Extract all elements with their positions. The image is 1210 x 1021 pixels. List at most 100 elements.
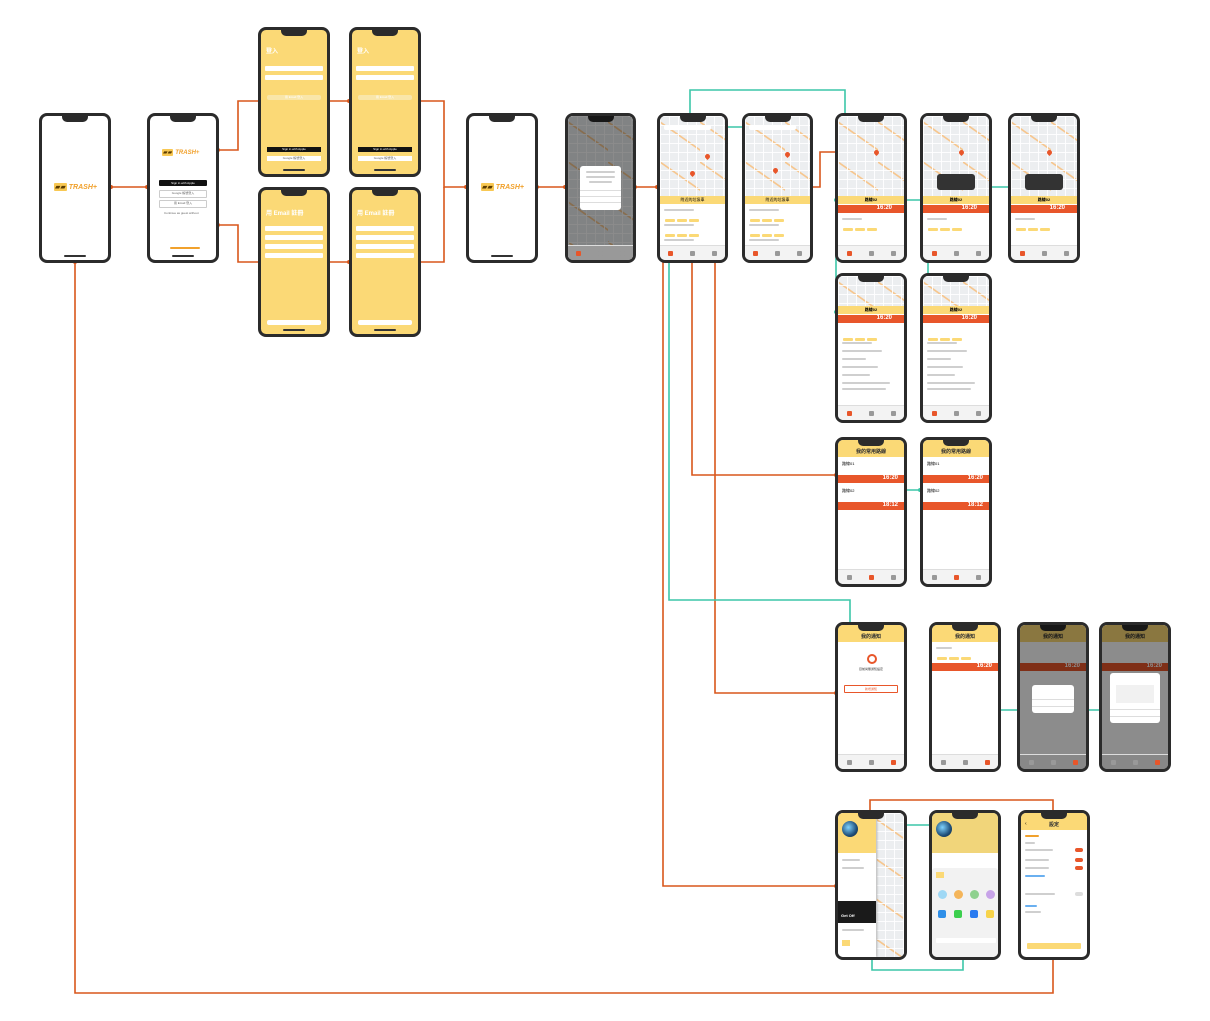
bell-tab-icon[interactable] [890, 574, 896, 580]
home-tab-icon[interactable] [846, 410, 852, 416]
email-input[interactable] [265, 235, 323, 240]
email-input[interactable] [356, 66, 414, 71]
apple-signin-button[interactable]: Sign in with Apple [159, 180, 207, 186]
home-tab-icon[interactable] [846, 250, 852, 256]
home-tab-icon[interactable] [1028, 759, 1034, 765]
heart-tab-icon[interactable] [597, 250, 603, 256]
google-signin-button[interactable]: Google 帳號登入 [358, 156, 412, 161]
user-avatar[interactable] [842, 821, 858, 837]
google-signin-button[interactable]: Google 帳號登入 [267, 156, 321, 161]
register-submit[interactable] [267, 320, 321, 325]
cancel-button[interactable] [1032, 706, 1074, 713]
time-picker-wheel[interactable] [1116, 685, 1154, 703]
home-tab-icon[interactable] [1019, 250, 1025, 256]
heart-tab-icon[interactable] [868, 410, 874, 416]
password-confirm-input[interactable] [265, 253, 323, 258]
home-tab-icon[interactable] [576, 250, 582, 256]
search-bar[interactable] [664, 125, 711, 130]
bell-tab-icon[interactable] [1063, 250, 1069, 256]
bell-tab-icon[interactable] [1154, 759, 1160, 765]
email-input[interactable] [356, 235, 414, 240]
notes-icon[interactable] [986, 910, 994, 918]
bell-tab-icon[interactable] [890, 410, 896, 416]
heart-tab-icon[interactable] [962, 759, 968, 765]
bell-tab-icon[interactable] [711, 250, 717, 256]
heart-tab-icon[interactable] [953, 574, 959, 580]
bell-tab-icon[interactable] [890, 759, 896, 765]
bell-tab-icon[interactable] [619, 250, 625, 256]
guest-link[interactable]: Continue as guest without [164, 211, 199, 215]
apple-signin-button[interactable]: Sign in with Apple [267, 147, 321, 152]
password-input[interactable] [265, 244, 323, 249]
home-tab-icon[interactable] [753, 250, 759, 256]
home-tab-icon[interactable] [931, 250, 937, 256]
airdrop-icon[interactable] [938, 910, 946, 918]
password-input[interactable] [356, 244, 414, 249]
notify-toggle[interactable] [1075, 848, 1083, 852]
list-item[interactable] [664, 209, 721, 222]
bell-tab-icon[interactable] [890, 250, 896, 256]
sound-toggle[interactable] [1075, 858, 1083, 862]
map-view[interactable] [838, 116, 904, 196]
name-input[interactable] [265, 226, 323, 231]
heart-tab-icon[interactable] [1041, 250, 1047, 256]
bell-tab-icon[interactable] [975, 250, 981, 256]
list-item[interactable] [664, 224, 721, 237]
deny-button[interactable] [580, 202, 621, 208]
heart-tab-icon[interactable] [868, 250, 874, 256]
search-bar[interactable] [749, 125, 796, 130]
confirm-button[interactable] [1110, 709, 1160, 716]
contact-avatar[interactable] [970, 890, 979, 899]
contact-avatar[interactable] [938, 890, 947, 899]
list-item[interactable] [749, 209, 806, 222]
home-tab-icon[interactable] [846, 574, 852, 580]
map-view[interactable] [568, 116, 633, 260]
email-login-submit[interactable]: 用 Email 登入 [358, 95, 412, 100]
add-notify-button[interactable]: 新增通知 [844, 685, 898, 693]
logout-button[interactable] [1027, 943, 1081, 949]
mail-icon[interactable] [970, 910, 978, 918]
register-submit[interactable] [358, 320, 412, 325]
messages-icon[interactable] [954, 910, 962, 918]
home-tab-icon[interactable] [940, 759, 946, 765]
back-icon[interactable]: ‹ [1025, 821, 1027, 827]
bell-tab-icon[interactable] [796, 250, 802, 256]
heart-tab-icon[interactable] [953, 250, 959, 256]
contact-avatar[interactable] [954, 890, 963, 899]
heart-tab-icon[interactable] [953, 410, 959, 416]
bell-tab-icon[interactable] [1072, 759, 1078, 765]
password-input[interactable] [356, 75, 414, 80]
list-item[interactable] [749, 224, 806, 237]
apple-signin-button[interactable]: Sign in with Apple [358, 147, 412, 152]
notify-item[interactable] [936, 647, 994, 665]
home-tab-icon[interactable] [1110, 759, 1116, 765]
drawer-item-settings[interactable] [842, 859, 860, 861]
drawer-item-share[interactable] [842, 867, 864, 869]
password-input[interactable] [265, 75, 323, 80]
heart-tab-icon[interactable] [868, 759, 874, 765]
home-tab-icon[interactable] [846, 759, 852, 765]
email-signin-button[interactable]: 用 Email 登入 [159, 200, 207, 208]
allow-button[interactable] [580, 196, 621, 202]
heart-tab-icon[interactable] [774, 250, 780, 256]
copy-action[interactable] [936, 938, 996, 943]
bell-tab-icon[interactable] [984, 759, 990, 765]
allow-once-button[interactable] [580, 190, 621, 196]
heart-tab-icon[interactable] [1132, 759, 1138, 765]
cancel-button[interactable] [1110, 716, 1160, 723]
bell-tab-icon[interactable] [975, 410, 981, 416]
name-input[interactable] [356, 226, 414, 231]
email-login-submit[interactable]: 用 Email 登入 [267, 95, 321, 100]
heart-tab-icon[interactable] [689, 250, 695, 256]
promo-banner[interactable]: Get Off [838, 901, 876, 923]
email-input[interactable] [265, 66, 323, 71]
location-toggle[interactable] [1075, 892, 1083, 896]
home-tab-icon[interactable] [668, 250, 674, 256]
edit-notify-button[interactable] [1032, 699, 1074, 706]
home-tab-icon[interactable] [931, 574, 937, 580]
heart-tab-icon[interactable] [1050, 759, 1056, 765]
google-signin-button[interactable]: Google 帳號登入 [159, 190, 207, 198]
bell-tab-icon[interactable] [975, 574, 981, 580]
password-confirm-input[interactable] [356, 253, 414, 258]
home-tab-icon[interactable] [931, 410, 937, 416]
